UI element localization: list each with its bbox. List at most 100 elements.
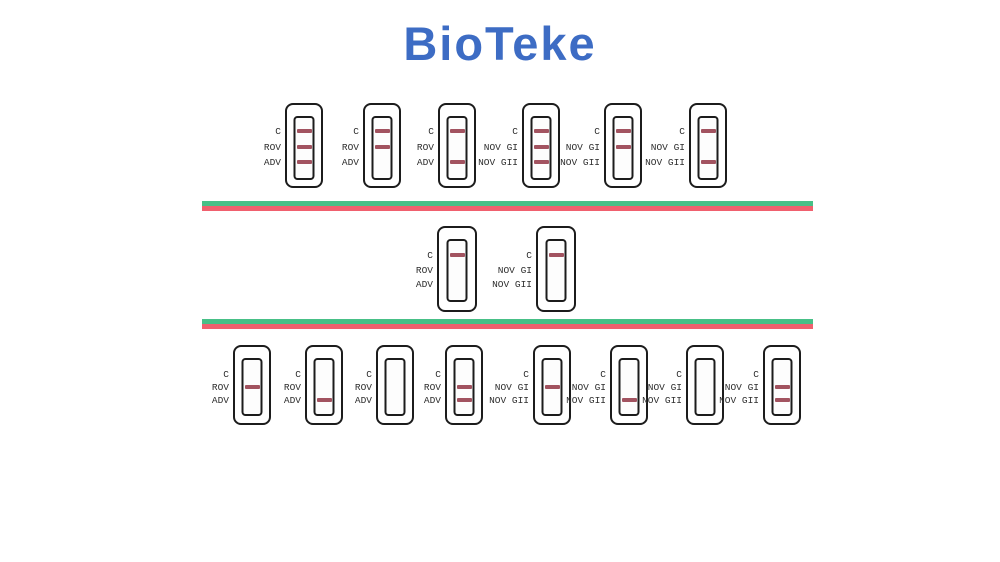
line-label-column: C ROV ADV — [374, 103, 434, 188]
test-line-band — [456, 397, 472, 402]
result-window — [530, 116, 552, 180]
test-cassette — [533, 345, 571, 425]
line-label: NOV GI — [571, 382, 606, 393]
line-label-column: C ROV ADV — [221, 103, 281, 188]
line-label: ADV — [283, 395, 301, 406]
line-label: C — [526, 250, 532, 261]
test-line-band — [548, 252, 564, 257]
test-cassette — [233, 345, 271, 425]
line-label: ROV — [263, 142, 281, 153]
result-window — [771, 358, 793, 416]
test-cassette — [536, 226, 576, 312]
test-line-band — [296, 144, 312, 149]
test-cassette — [610, 345, 648, 425]
result-window — [618, 358, 640, 416]
test-line-band — [774, 384, 790, 389]
line-label: ADV — [423, 395, 441, 406]
line-label: ROV — [415, 265, 433, 276]
result-window — [446, 239, 468, 302]
line-label: NOV GII — [560, 157, 600, 168]
result-window — [446, 116, 468, 180]
line-label-column: C ROV ADV — [299, 103, 359, 188]
line-label: C — [428, 126, 434, 137]
test-line-band — [533, 128, 549, 133]
result-window — [545, 239, 567, 302]
test-line-band — [374, 128, 390, 133]
test-line-band — [615, 144, 631, 149]
test-cassette — [445, 345, 483, 425]
test-line-band — [456, 384, 472, 389]
test-line-band — [449, 159, 465, 164]
line-label: C — [223, 369, 229, 380]
line-label: C — [275, 126, 281, 137]
test-line-band — [316, 397, 332, 402]
result-window — [313, 358, 335, 416]
test-line-band — [615, 128, 631, 133]
line-label: NOV GII — [492, 279, 532, 290]
test-line-band — [374, 144, 390, 149]
line-label-column: C NOV GI NOV GII — [546, 345, 606, 425]
line-label: C — [676, 369, 682, 380]
line-label: NOV GII — [642, 395, 682, 406]
line-label: C — [295, 369, 301, 380]
line-label: ADV — [341, 157, 359, 168]
test-cassette — [437, 226, 477, 312]
test-line-band — [774, 397, 790, 402]
line-label: NOV GII — [719, 395, 759, 406]
result-window — [697, 116, 719, 180]
line-label: ADV — [211, 395, 229, 406]
result-window — [694, 358, 716, 416]
line-label: ROV — [341, 142, 359, 153]
test-line-band — [533, 159, 549, 164]
line-label: NOV GII — [478, 157, 518, 168]
test-cassette — [285, 103, 323, 188]
line-label: C — [353, 126, 359, 137]
line-label: C — [679, 126, 685, 137]
test-line-band — [700, 128, 716, 133]
test-cassette — [376, 345, 414, 425]
line-label: C — [594, 126, 600, 137]
line-label: C — [600, 369, 606, 380]
line-label: NOV GII — [566, 395, 606, 406]
line-label: NOV GI — [565, 142, 600, 153]
divider-green-stripe — [202, 201, 813, 206]
test-cassette — [363, 103, 401, 188]
line-label: C — [512, 126, 518, 137]
line-label: ROV — [354, 382, 372, 393]
result-window — [541, 358, 563, 416]
divider-green-stripe — [202, 319, 813, 324]
divider-red-stripe — [202, 206, 813, 211]
line-label: C — [753, 369, 759, 380]
line-label: NOV GI — [494, 382, 529, 393]
result-window — [612, 116, 634, 180]
test-line-band — [700, 159, 716, 164]
line-label-column: C NOV GI NOV GII — [472, 226, 532, 312]
test-cassette — [689, 103, 727, 188]
line-label: NOV GI — [650, 142, 685, 153]
test-cassette — [763, 345, 801, 425]
result-window — [371, 116, 393, 180]
line-label: NOV GI — [724, 382, 759, 393]
test-line-band — [533, 144, 549, 149]
divider-red-stripe — [202, 324, 813, 329]
test-cassette — [686, 345, 724, 425]
result-window — [293, 116, 315, 180]
line-label: ROV — [416, 142, 434, 153]
result-window — [453, 358, 475, 416]
line-label: ADV — [263, 157, 281, 168]
line-label: C — [427, 250, 433, 261]
line-label: ROV — [211, 382, 229, 393]
result-window — [241, 358, 263, 416]
line-label: NOV GI — [647, 382, 682, 393]
line-label: NOV GI — [497, 265, 532, 276]
line-label: NOV GII — [645, 157, 685, 168]
test-line-band — [296, 128, 312, 133]
line-label: C — [523, 369, 529, 380]
line-label: ADV — [416, 157, 434, 168]
line-label-column: C NOV GI NOV GII — [625, 103, 685, 188]
